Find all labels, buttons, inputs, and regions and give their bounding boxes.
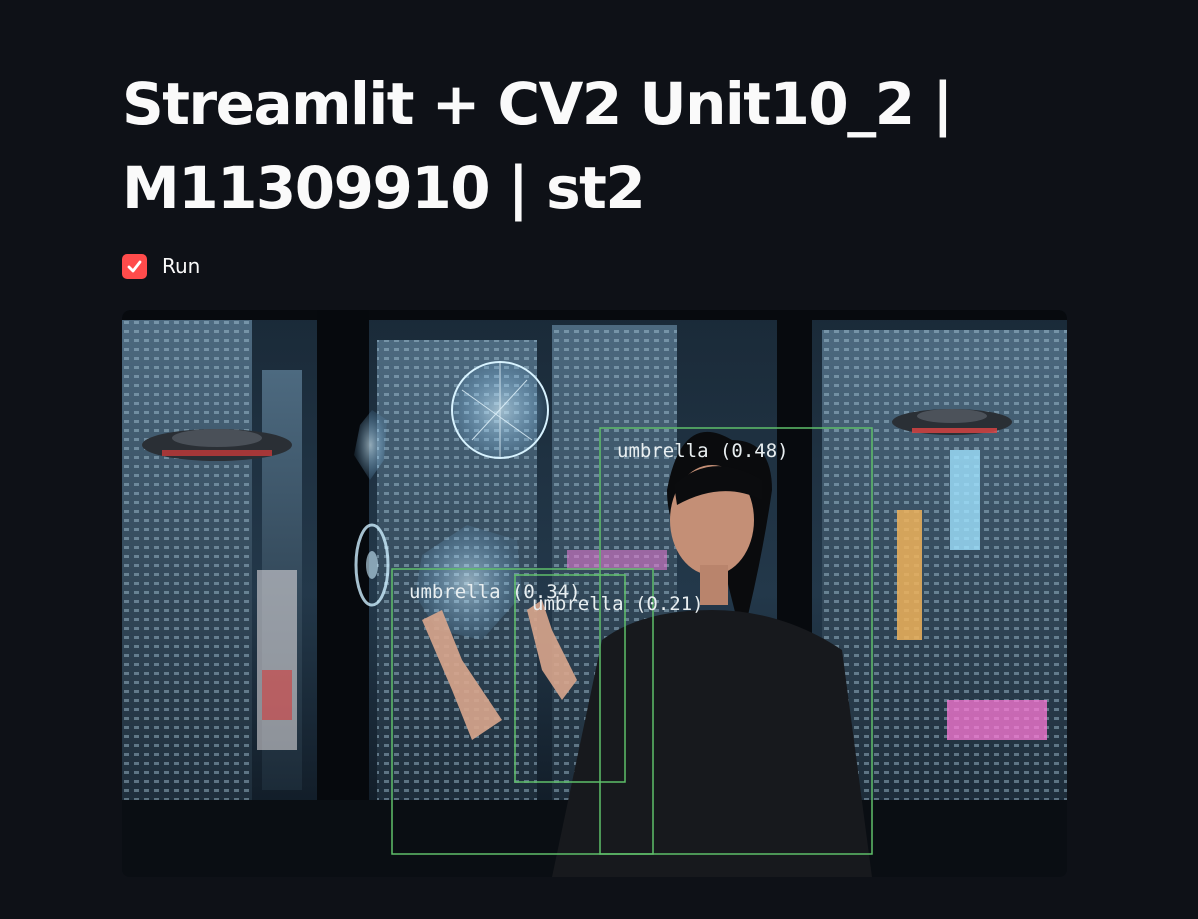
run-checkbox[interactable]: Run bbox=[122, 253, 200, 279]
page-title: Streamlit + CV2 Unit10_2 | M11309910 | s… bbox=[122, 70, 953, 222]
detection-boxes: umbrella (0.48) umbrella (0.34) umbrella… bbox=[391, 427, 873, 855]
drone-right bbox=[892, 409, 1012, 435]
video-frame: umbrella (0.48) umbrella (0.34) umbrella… bbox=[122, 310, 1067, 877]
checkbox-checked-icon[interactable] bbox=[122, 253, 147, 279]
detection-label: umbrella (0.34) bbox=[409, 581, 581, 603]
run-checkbox-label: Run bbox=[162, 254, 201, 278]
person bbox=[422, 431, 872, 877]
detection-box bbox=[514, 574, 626, 783]
drone-left bbox=[142, 429, 292, 461]
checkmark-icon bbox=[127, 260, 142, 272]
detection-label: umbrella (0.48) bbox=[617, 440, 789, 462]
detection-label: umbrella (0.21) bbox=[532, 593, 704, 615]
detection-box bbox=[599, 427, 873, 855]
detection-box bbox=[391, 568, 654, 855]
video-frame-image: umbrella (0.48) umbrella (0.34) umbrella… bbox=[122, 310, 1067, 877]
